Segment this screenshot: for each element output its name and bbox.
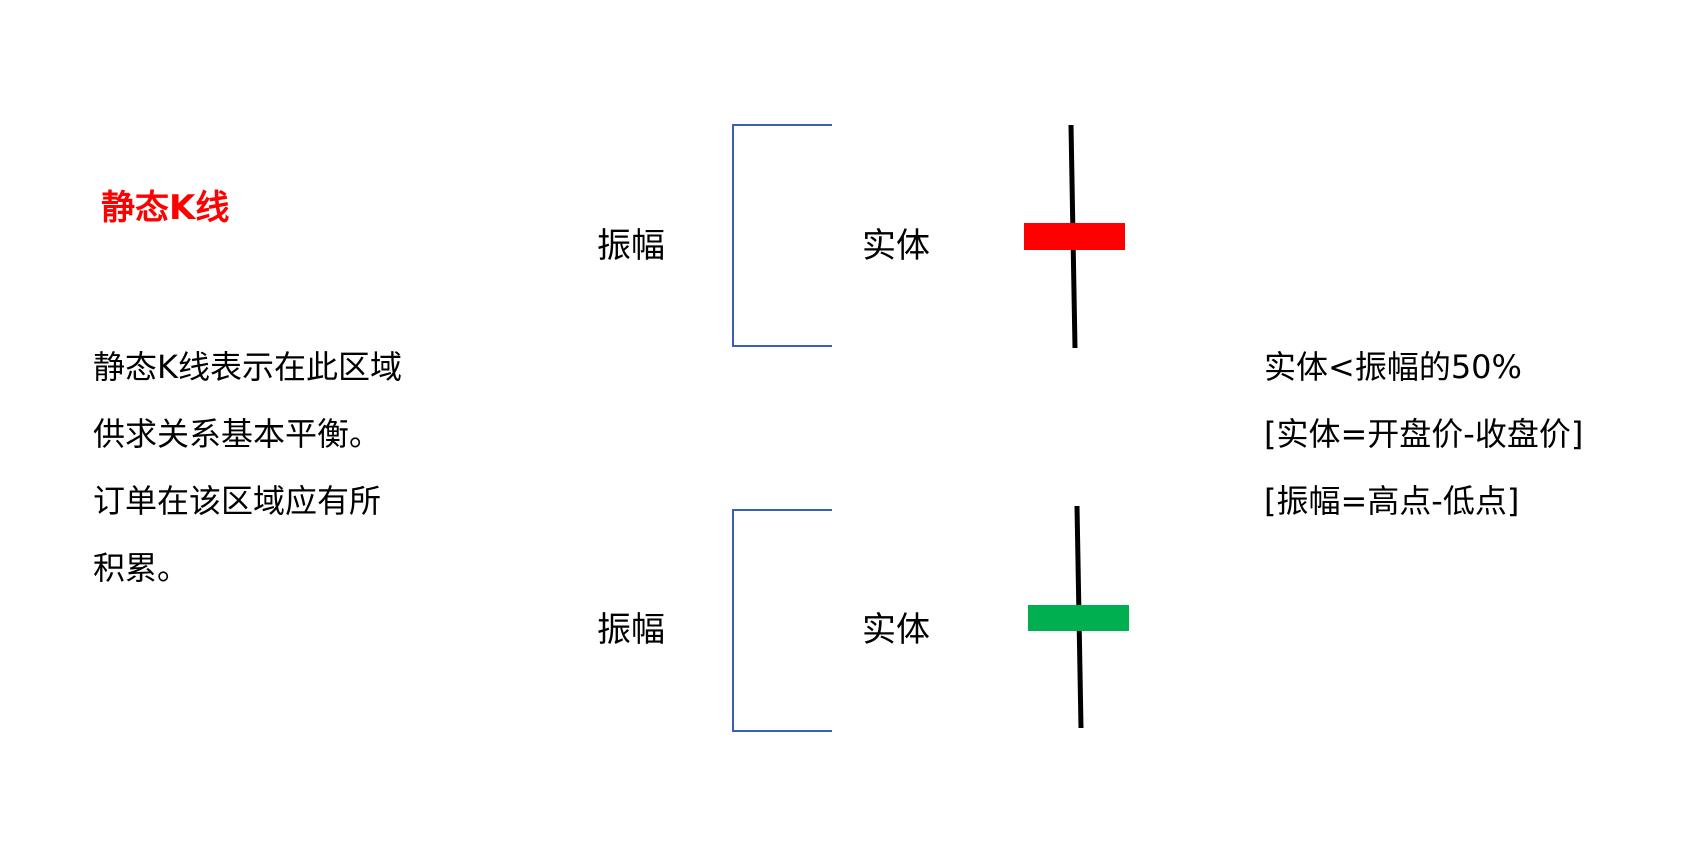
notes-text: 实体<振幅的50% [实体=开盘价-收盘价] [振幅=高点-低点] bbox=[1264, 334, 1583, 535]
description-line: 积累。 bbox=[93, 549, 190, 587]
amplitude-label-bottom: 振幅 bbox=[597, 610, 665, 650]
note-line: [振幅=高点-低点] bbox=[1264, 482, 1520, 520]
description-text: 静态K线表示在此区域 供求关系基本平衡。 订单在该区域应有所 积累。 bbox=[93, 334, 402, 602]
body-label-bottom: 实体 bbox=[862, 610, 930, 650]
candle-body-green bbox=[1028, 605, 1129, 631]
description-line: 供求关系基本平衡。 bbox=[93, 415, 382, 453]
note-line: 实体<振幅的50% bbox=[1264, 348, 1522, 386]
description-line: 静态K线表示在此区域 bbox=[93, 348, 402, 386]
candle-body-red bbox=[1024, 223, 1125, 250]
body-label-top: 实体 bbox=[862, 226, 930, 266]
amplitude-bracket-bottom bbox=[732, 509, 832, 732]
amplitude-bracket-top bbox=[732, 124, 832, 347]
amplitude-label-top: 振幅 bbox=[597, 226, 665, 266]
description-line: 订单在该区域应有所 bbox=[93, 482, 382, 520]
note-line: [实体=开盘价-收盘价] bbox=[1264, 415, 1584, 453]
page-title: 静态K线 bbox=[101, 188, 230, 228]
